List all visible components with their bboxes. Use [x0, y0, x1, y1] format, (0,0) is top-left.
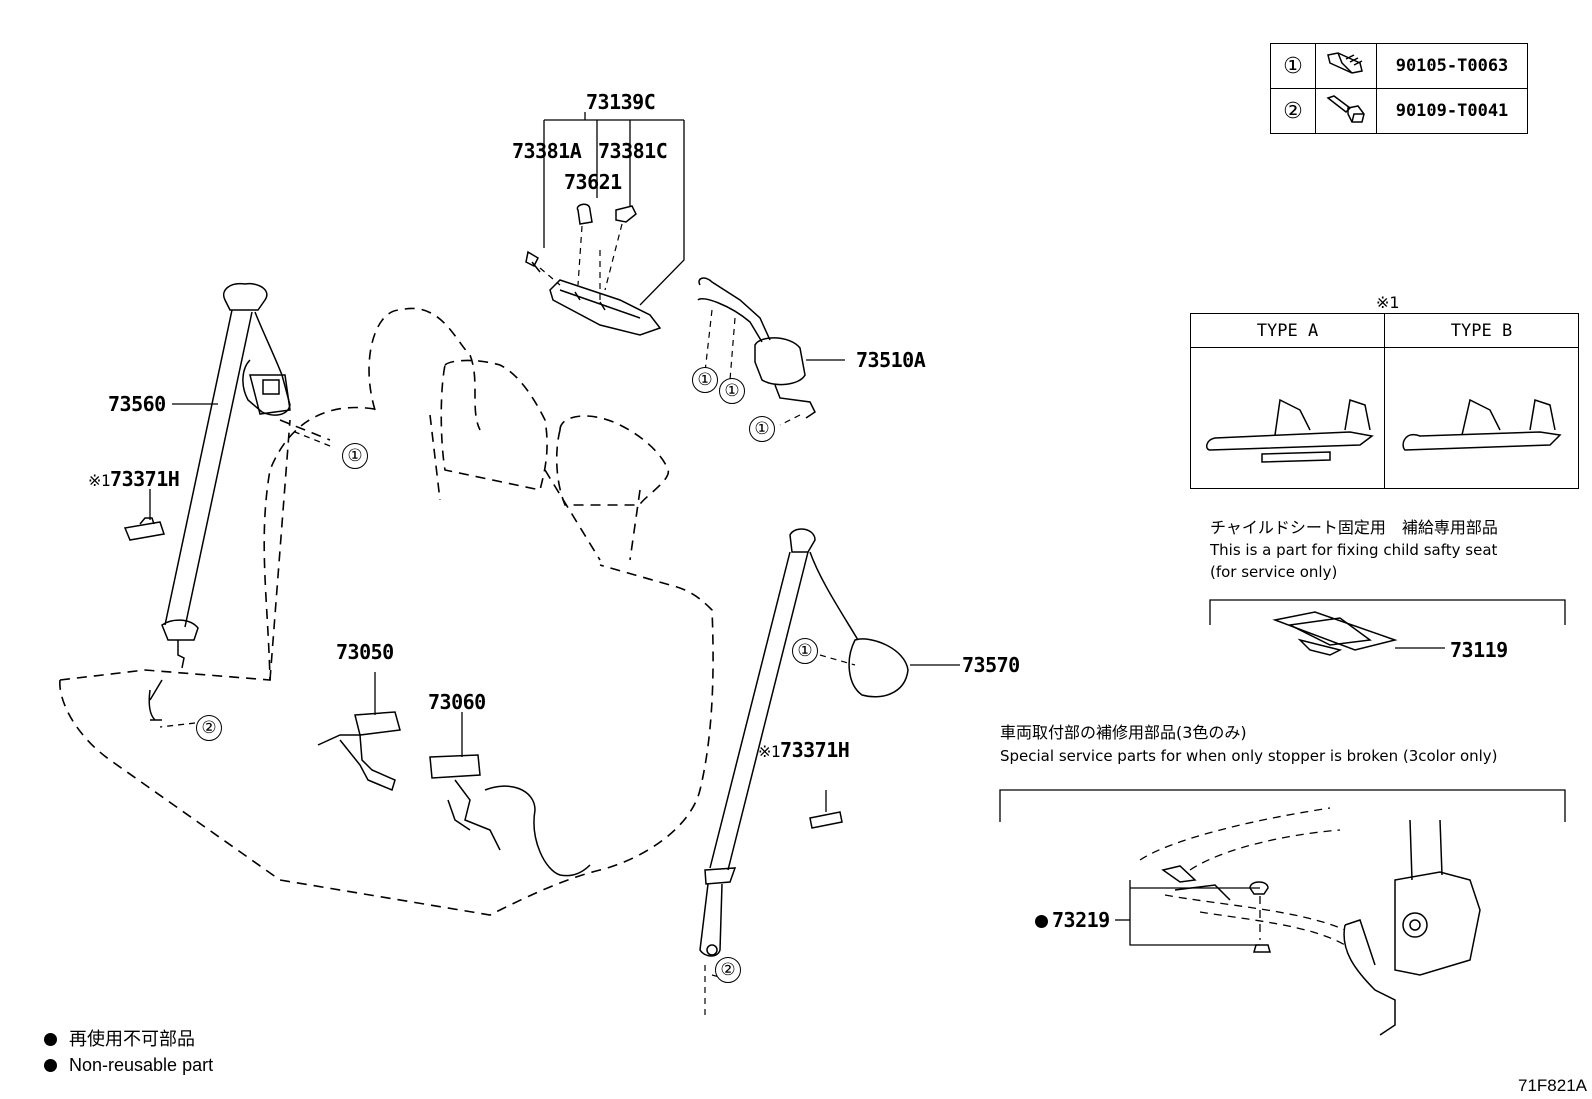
leader-lines — [149, 403, 331, 728]
anchor-plate-73139C — [525, 203, 662, 336]
callout-1-right-belt: ① — [792, 638, 818, 664]
label-73050: 73050 — [336, 640, 394, 664]
callout-2-right-belt: ② — [715, 957, 741, 983]
stopper-bracket — [999, 789, 1566, 822]
type-b-cell — [1384, 347, 1579, 489]
label-73560: 73560 — [108, 392, 166, 416]
legend-en: Non-reusable part — [44, 1054, 213, 1076]
label-73621: 73621 — [564, 170, 622, 194]
callout-1-retractor-a: ① — [692, 367, 718, 393]
stopper-dashed-belt — [1139, 807, 1346, 946]
legend-dot-icon-jp — [44, 1033, 57, 1046]
fastener-num-2: ② — [1270, 88, 1316, 134]
ref-mark-left: ※1 — [88, 471, 111, 490]
type-comparison-box: TYPE A TYPE B — [1190, 313, 1579, 489]
label-73371H-left: ※173371H — [88, 467, 180, 491]
label-73371H-right-text: 73371H — [780, 738, 850, 762]
left-seat-belt-73560 — [148, 282, 291, 721]
retractor-dashed-links — [704, 309, 801, 426]
buckle-73050 — [317, 672, 401, 792]
fastener-row-1: ① 90105-T0063 — [1270, 43, 1528, 89]
child-seat-note-jp: チャイルドシート固定用 補給専用部品 — [1210, 518, 1498, 537]
non-reusable-dot-icon — [1035, 915, 1048, 928]
bolt-icon — [1315, 43, 1377, 89]
anchor-clip-73119 — [1272, 611, 1445, 656]
right-seat-belt-73570 — [699, 528, 960, 957]
legend-en-text: Non-reusable part — [69, 1055, 214, 1075]
callout-1-retractor-b: ① — [719, 378, 745, 404]
child-seat-note-en1: This is a part for fixing child safty se… — [1210, 541, 1498, 559]
type-a-cell — [1190, 347, 1385, 489]
buckle-73060 — [429, 712, 591, 877]
shoulder-bolt-icon — [1315, 88, 1377, 134]
ref-mark-type-box: ※1 — [1376, 293, 1400, 312]
callout-1-retractor-c: ① — [749, 416, 775, 442]
stopper-note-jp: 車両取付部の補修用部品(3色のみ) — [1000, 723, 1247, 742]
callout-1-left-belt: ① — [342, 443, 368, 469]
label-73219-text: 73219 — [1052, 908, 1110, 932]
fastener-row-2: ② 90109-T0041 — [1270, 88, 1528, 134]
ref-mark-right: ※1 — [758, 742, 781, 761]
legend-jp: 再使用不可部品 — [44, 1028, 195, 1050]
label-73381A: 73381A — [512, 139, 582, 163]
anchor-dashed-links — [539, 223, 623, 300]
fastener-part-2: 90109-T0041 — [1376, 88, 1528, 134]
label-73371H-left-text: 73371H — [110, 467, 180, 491]
stopper-note-en: Special service parts for when only stop… — [1000, 747, 1498, 765]
diagram-id: 71F821A — [1518, 1076, 1587, 1095]
type-b-header: TYPE B — [1384, 313, 1579, 348]
fastener-table: ① 90105-T0063 ② 90109-T0041 — [1270, 43, 1528, 134]
child-seat-bracket — [1209, 599, 1566, 625]
label-73219: 73219 — [1035, 910, 1110, 930]
label-73119: 73119 — [1450, 638, 1508, 662]
fastener-part-1: 90105-T0063 — [1376, 43, 1528, 89]
legend-jp-text: 再使用不可部品 — [69, 1029, 195, 1049]
fastener-num-1: ① — [1270, 43, 1316, 89]
label-73510A: 73510A — [856, 348, 926, 372]
callout-2-left-belt: ② — [196, 715, 222, 741]
clip-73371H-right — [809, 790, 843, 829]
label-73139C: 73139C — [586, 90, 656, 114]
label-73060: 73060 — [428, 690, 486, 714]
clip-73371H-left — [123, 517, 165, 541]
rear-seat-outline — [59, 307, 714, 916]
stopper-illustration — [1115, 819, 1481, 1036]
anchor-leaders — [543, 112, 685, 306]
label-73570: 73570 — [962, 653, 1020, 677]
type-a-header: TYPE A — [1190, 313, 1385, 348]
legend-dot-icon-en — [44, 1059, 57, 1072]
child-seat-note-en2: (for service only) — [1210, 563, 1338, 581]
label-73381C: 73381C — [598, 139, 668, 163]
label-73371H-right: ※173371H — [758, 738, 850, 762]
retractor-73510A — [697, 277, 845, 419]
